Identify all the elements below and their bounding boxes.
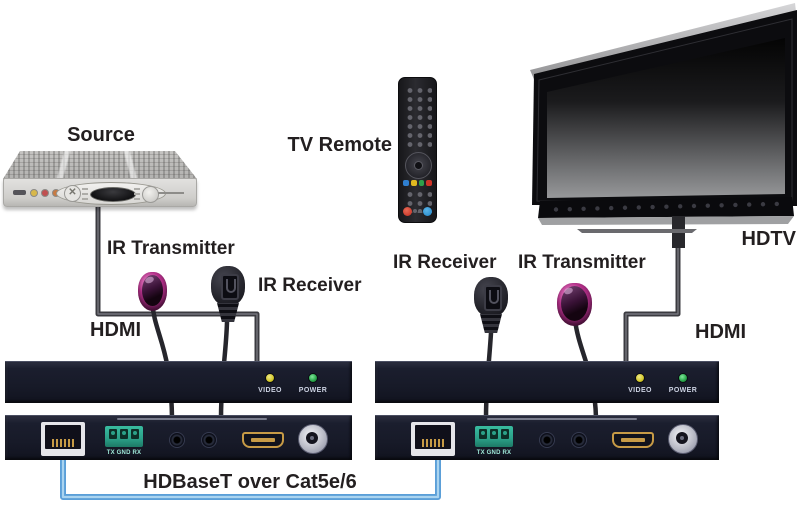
- video-led-label: VIDEO: [628, 387, 652, 394]
- remote-ok-button: [414, 161, 423, 170]
- tv-speaker-dots: [553, 201, 779, 212]
- video-led-label: VIDEO: [258, 387, 282, 394]
- extender-tx-front-panel: TX GND RX: [5, 415, 352, 460]
- video-led: VIDEO: [620, 373, 660, 394]
- cat5-cable-core: [61, 445, 440, 499]
- tv-bottom-lip: [538, 216, 794, 225]
- control-cluster: ✕: [56, 182, 166, 205]
- ir-jack: [571, 432, 587, 448]
- dial-button: [142, 186, 159, 203]
- front-display: [90, 187, 136, 202]
- green-button: [418, 180, 425, 186]
- small-buttons-left: [82, 187, 88, 200]
- tiny-button: [418, 209, 422, 213]
- power-button: [403, 206, 412, 216]
- remote-color-buttons: [403, 180, 432, 186]
- remote-dpad: [405, 152, 432, 179]
- remote-key-grid-top: [403, 85, 432, 149]
- blue-button: [403, 180, 409, 186]
- power-led-label: POWER: [668, 387, 698, 394]
- tv-screen: [547, 38, 785, 198]
- remote-bottom-row: [403, 206, 432, 216]
- rj45-port: [41, 422, 85, 456]
- extender-rx-top-panel: VIDEO POWER: [375, 361, 719, 403]
- power-led: POWER: [293, 373, 333, 394]
- nav-button: ✕: [64, 185, 81, 202]
- hdmi-cable-left-core: [97, 198, 258, 372]
- panel-seam: [117, 418, 267, 420]
- red-button: [426, 180, 432, 186]
- ir-receiver-neck: [480, 314, 502, 333]
- yellow-button: [410, 180, 417, 186]
- small-buttons-right: [134, 187, 140, 200]
- tiny-button: [413, 209, 417, 213]
- rj45-port: [411, 422, 455, 456]
- ir-transmitter-label-right: IR Transmitter: [518, 252, 646, 273]
- source-device: ✕: [3, 150, 197, 211]
- ir-jack: [539, 432, 555, 448]
- tv-remote-label: TV Remote: [287, 134, 392, 156]
- ir-receiver-body: [211, 266, 245, 306]
- extender-rx-front-panel: TX GND RX: [375, 415, 719, 460]
- ir-jack: [201, 432, 217, 448]
- hdmi-port: [612, 432, 654, 448]
- hdmi-label-left: HDMI: [90, 319, 142, 341]
- hdmi-label-right: HDMI: [695, 321, 747, 343]
- ir-transmitter-emitter-left: [138, 272, 167, 311]
- dc-power-jack: [668, 424, 698, 454]
- extender-tx-top-panel: VIDEO POWER: [5, 361, 352, 403]
- ir-receiver-label-right: IR Receiver: [393, 252, 497, 273]
- hdtv-device: [530, 3, 797, 248]
- hdtv-label: HDTV: [741, 228, 796, 250]
- ir-receiver-label-left: IR Receiver: [258, 275, 362, 296]
- dc-power-jack: [298, 424, 328, 454]
- source-front-panel: ✕: [3, 178, 197, 207]
- hdmi-cable-right-core: [625, 212, 679, 372]
- ir-receiver-body: [474, 277, 508, 317]
- hdbaset-link-label: HDBaseT over Cat5e/6: [143, 471, 357, 493]
- terminal-block: [475, 426, 513, 447]
- power-led: POWER: [663, 373, 703, 394]
- terminal-label: TX GND RX: [106, 450, 142, 456]
- video-led: VIDEO: [250, 373, 290, 394]
- ir-transmitter-emitter-right: [557, 283, 592, 326]
- ir-transmitter-label-left: IR Transmitter: [107, 238, 235, 259]
- terminal-block: [105, 426, 143, 447]
- terminal-label: TX GND RX: [476, 450, 512, 456]
- source-top-vents: [3, 151, 197, 179]
- tv-stand-base: [577, 229, 697, 233]
- power-led-label: POWER: [298, 387, 328, 394]
- source-button: [423, 206, 432, 216]
- panel-seam: [487, 418, 637, 420]
- front-slot-line: [158, 192, 184, 194]
- tv-remote-device: [398, 77, 437, 223]
- source-label: Source: [67, 124, 135, 146]
- card-slot: [13, 190, 26, 195]
- ir-receiver-neck: [217, 303, 239, 322]
- hdmi-port: [242, 432, 284, 448]
- ir-jack: [169, 432, 185, 448]
